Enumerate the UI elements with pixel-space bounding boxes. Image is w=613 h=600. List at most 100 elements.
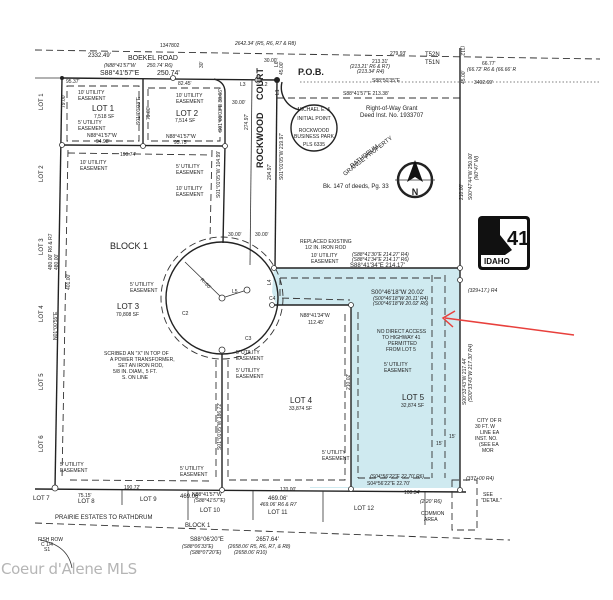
map-label: (SEE EA — [479, 442, 499, 448]
map-label: NO DIRECT ACCESS — [377, 329, 427, 335]
map-label: LOT 5 — [402, 393, 425, 402]
map-label: 279.93' — [390, 51, 406, 57]
map-label: 10' UTILITY — [311, 253, 338, 259]
map-label: S88°41'57"E — [100, 69, 140, 77]
map-label: LOT 8 — [78, 499, 95, 505]
surveyor-seal: MICHAEL E. & INITIAL POINT ROCKWOOD BUSI… — [280, 81, 338, 152]
map-label: (213.34' R4) — [357, 69, 385, 75]
map-label: (N0°47' W) — [474, 155, 480, 180]
map-label: S01°01'05"W 186.72' — [217, 403, 223, 450]
map-label: 70,808 SF — [116, 312, 139, 318]
map-label: LINE EA — [480, 430, 500, 436]
map-label: S88°06'20"E — [190, 537, 224, 543]
map-label: R=60' — [199, 277, 213, 291]
map-label: 469.06' — [180, 494, 200, 500]
map-label: 15' — [449, 434, 456, 440]
map-label: 30' — [199, 61, 205, 68]
map-label: (S88°06'33"E) — [182, 544, 214, 550]
map-label: S00°33'43"W 217.44' — [462, 358, 468, 405]
map-label: 2657.64' — [256, 537, 279, 543]
map-label: S88°41'34"E 214.17' — [350, 263, 405, 269]
map-label: (2.20' R6) — [420, 499, 442, 505]
map-label: LOT 4 — [290, 396, 313, 405]
map-label: LOT 4 — [39, 305, 45, 322]
map-label: (66.72' R6 & (66.66' R — [467, 67, 517, 73]
map-label: L6 — [274, 61, 280, 67]
map-label: N01°00'55"E — [53, 311, 59, 340]
map-label: (S00°33'43"W 217.30' R4) — [468, 343, 474, 402]
map-label: (S88°07'20"E) — [190, 550, 222, 556]
map-label: SEE — [483, 492, 494, 498]
map-label: 10' UTILITY — [176, 93, 203, 99]
map-label: FISH ROW — [38, 537, 63, 543]
map-label: (S00°46'18"W 20.11' R4) — [373, 296, 428, 302]
red-pointer-arrow — [441, 310, 575, 336]
map-label: EASEMENT — [176, 99, 204, 105]
map-label: PLS 6335 — [303, 142, 325, 148]
map-label: S01°01'05"W 219.97' — [279, 133, 285, 180]
map-label: 5' UTILITY — [130, 282, 154, 288]
map-label: (2658.06' R10) — [234, 550, 267, 556]
map-label: COMMON — [421, 511, 445, 517]
map-label: 7,514 SF — [175, 118, 195, 124]
map-label: 190.74' — [120, 152, 136, 158]
map-label: 32,874 SF — [401, 403, 424, 409]
map-label: 5' UTILITY — [236, 350, 260, 356]
map-label: BLOCK 1 — [110, 241, 148, 251]
map-label: 108.34' — [404, 490, 420, 496]
map-label: 30.00' — [255, 232, 269, 238]
map-label: (337+00 R4) — [466, 476, 494, 482]
map-label: INST. NO. — [475, 436, 498, 442]
map-label: S1 — [44, 547, 50, 553]
map-label: 250.74' — [157, 70, 180, 77]
map-label: REPLACED EXISTING — [300, 239, 352, 245]
map-label: AREA — [424, 517, 438, 523]
map-label: 95.75' — [174, 140, 188, 146]
map-label: 45.00' — [279, 61, 285, 75]
map-label: C2 — [182, 311, 189, 317]
map-label: N88°41'57"W — [166, 134, 196, 140]
map-label: (S88°41'34"E 214.17' R6) — [352, 257, 409, 263]
map-label: 95.37' — [66, 79, 80, 85]
map-label: (112 — [459, 46, 465, 56]
map-label: 204.97' — [267, 164, 273, 180]
map-label: L2 — [262, 82, 268, 88]
map-label: L1 — [275, 89, 281, 95]
map-label: 5' UTILITY — [236, 368, 260, 374]
map-label: FROM LOT 5 — [386, 347, 416, 353]
map-label: C 1/4 — [41, 542, 53, 548]
map-label: (2658.06' R5, R6, R7, & R8) — [228, 544, 291, 550]
map-label: Right-of-Way Grant — [366, 106, 418, 112]
map-label: 82.45' — [178, 81, 192, 87]
map-label: 30.00' — [228, 232, 242, 238]
map-label: 1347802 — [160, 43, 180, 49]
map-label: LOT 6 — [39, 435, 45, 452]
map-label: 5' UTILITY — [384, 362, 408, 368]
map-label: N88°41'57"W — [192, 492, 222, 498]
map-label: S01°01'05"W 104.99' — [216, 151, 222, 198]
map-label: 401.00' — [66, 274, 72, 290]
map-label: LOT 12 — [354, 506, 375, 512]
map-label: 5' UTILITY — [176, 164, 200, 170]
map-label: PRAIRIE ESTATES TO RATHDRUM — [55, 515, 152, 521]
map-label: EASEMENT — [130, 288, 158, 294]
map-label: 250.74' R6) — [146, 63, 173, 69]
map-label: SET AN IRON ROD, — [118, 363, 163, 369]
map-label: 5' UTILITY — [78, 120, 102, 126]
map-label: LOT 11 — [268, 510, 288, 516]
map-label: S01°01'03"E 88.66' — [218, 89, 224, 132]
map-label: S00°47'44"W 250.00' — [468, 153, 474, 200]
map-label: EASEMENT — [236, 356, 264, 362]
map-label: LOT 9 — [140, 497, 157, 503]
map-label: LOT 7 — [33, 496, 50, 502]
highway-41-sign-icon: 41 IDAHO — [478, 216, 530, 270]
map-label: L5 — [232, 289, 238, 295]
map-label: 10' UTILITY — [80, 160, 107, 166]
map-label: LOT 5 — [39, 373, 45, 390]
map-label: 112.45' — [308, 320, 324, 326]
map-label: 66.77' — [482, 61, 496, 67]
map-label: 480.00' — [54, 254, 60, 270]
north-arrow-icon: N — [395, 160, 435, 199]
map-label: EASEMENT — [384, 368, 412, 374]
